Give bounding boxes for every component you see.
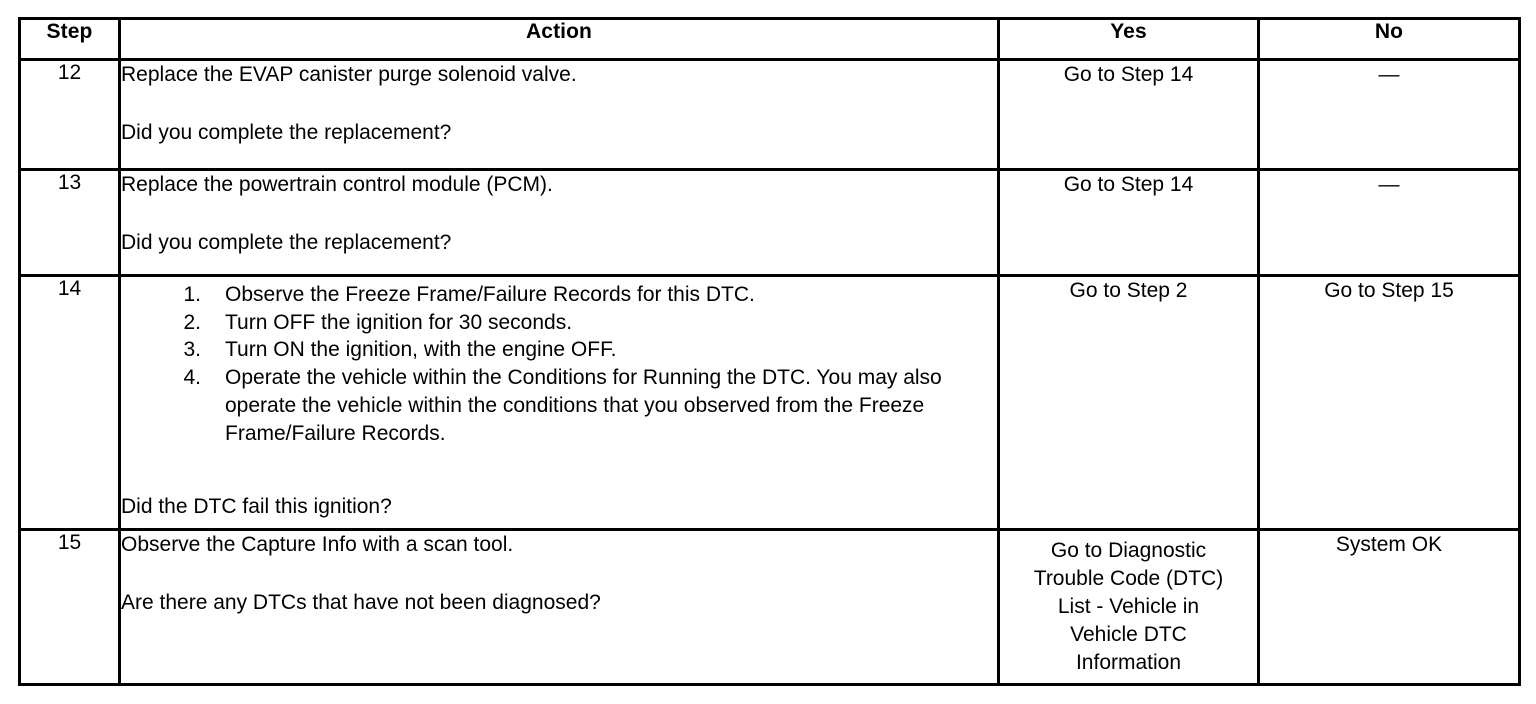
list-item-number: 4. bbox=[183, 366, 201, 390]
list-item-number: 2. bbox=[183, 310, 201, 334]
step-number-cell: 14 bbox=[18, 274, 121, 531]
yes-answer-line: Vehicle DTC bbox=[1070, 622, 1187, 646]
dtc-diagnostic-procedure-table: Step Action Yes No 12 Replace the EVAP c… bbox=[18, 17, 1521, 686]
yes-answer-text: Go to Diagnostic Trouble Code (DTC) List… bbox=[1000, 537, 1257, 677]
column-header-yes: Yes bbox=[997, 17, 1260, 61]
no-answer-cell: — bbox=[1257, 58, 1521, 171]
table-header-row: Step Action Yes No bbox=[18, 17, 1521, 61]
list-item-number: 1. bbox=[183, 283, 201, 306]
table-row: 15 Observe the Capture Info with a scan … bbox=[18, 528, 1521, 686]
action-statement: Replace the EVAP canister purge solenoid… bbox=[121, 63, 577, 86]
list-item-number: 3. bbox=[183, 338, 201, 362]
step-number-cell: 15 bbox=[18, 528, 121, 686]
list-item: 3. Turn ON the ignition, with the engine… bbox=[171, 336, 997, 364]
no-answer-cell: — bbox=[1257, 168, 1521, 277]
action-question: Did the DTC fail this ignition? bbox=[121, 495, 392, 519]
list-item: 4. Operate the vehicle within the Condit… bbox=[171, 364, 997, 447]
spacer bbox=[121, 558, 997, 589]
yes-answer-line: List - Vehicle in bbox=[1057, 595, 1200, 619]
yes-answer-cell: Go to Step 14 bbox=[997, 168, 1260, 277]
action-statement: Observe the Capture Info with a scan too… bbox=[121, 533, 514, 556]
list-item: 2. Turn OFF the ignition for 30 seconds. bbox=[171, 309, 997, 337]
list-item-text: Turn ON the ignition, with the engine OF… bbox=[225, 338, 617, 362]
yes-answer-cell: Go to Step 2 bbox=[997, 274, 1260, 531]
action-cell: Replace the powertrain control module (P… bbox=[118, 168, 1000, 277]
yes-answer-cell: Go to Step 14 bbox=[997, 58, 1260, 171]
spacer bbox=[121, 447, 997, 493]
table-body: 12 Replace the EVAP canister purge solen… bbox=[18, 58, 1521, 686]
yes-answer-line: Trouble Code (DTC) bbox=[1033, 567, 1224, 591]
action-numbered-list: 1. Observe the Freeze Frame/Failure Reco… bbox=[121, 281, 997, 447]
list-item-text: Turn OFF the ignition for 30 seconds. bbox=[225, 310, 573, 334]
action-cell: Observe the Capture Info with a scan too… bbox=[118, 528, 1000, 686]
spacer bbox=[121, 88, 997, 119]
no-answer-cell: System OK bbox=[1257, 528, 1521, 686]
yes-answer-line: Go to Diagnostic bbox=[1050, 539, 1207, 563]
column-header-step: Step bbox=[18, 17, 121, 61]
yes-answer-line: Information bbox=[1075, 650, 1182, 674]
spacer bbox=[121, 198, 997, 229]
action-statement: Replace the powertrain control module (P… bbox=[121, 173, 553, 196]
action-question: Are there any DTCs that have not been di… bbox=[121, 591, 601, 615]
action-question: Did you complete the replacement? bbox=[121, 231, 452, 255]
list-item-text: Observe the Freeze Frame/Failure Records… bbox=[225, 283, 755, 306]
list-item: 1. Observe the Freeze Frame/Failure Reco… bbox=[171, 281, 997, 309]
action-question: Did you complete the replacement? bbox=[121, 121, 452, 145]
action-cell: 1. Observe the Freeze Frame/Failure Reco… bbox=[118, 274, 1000, 531]
step-number-cell: 12 bbox=[18, 58, 121, 171]
action-cell: Replace the EVAP canister purge solenoid… bbox=[118, 58, 1000, 171]
step-number-cell: 13 bbox=[18, 168, 121, 277]
table-row: 13 Replace the powertrain control module… bbox=[18, 168, 1521, 277]
list-item-text: Operate the vehicle within the Condition… bbox=[225, 366, 942, 445]
table-row: 12 Replace the EVAP canister purge solen… bbox=[18, 58, 1521, 171]
table-row: 14 1. Observe the Freeze Frame/Failure R… bbox=[18, 274, 1521, 531]
no-answer-cell: Go to Step 15 bbox=[1257, 274, 1521, 531]
column-header-no: No bbox=[1257, 17, 1521, 61]
column-header-action: Action bbox=[118, 17, 1000, 61]
table-header: Step Action Yes No bbox=[18, 17, 1521, 61]
yes-answer-cell: Go to Diagnostic Trouble Code (DTC) List… bbox=[997, 528, 1260, 686]
